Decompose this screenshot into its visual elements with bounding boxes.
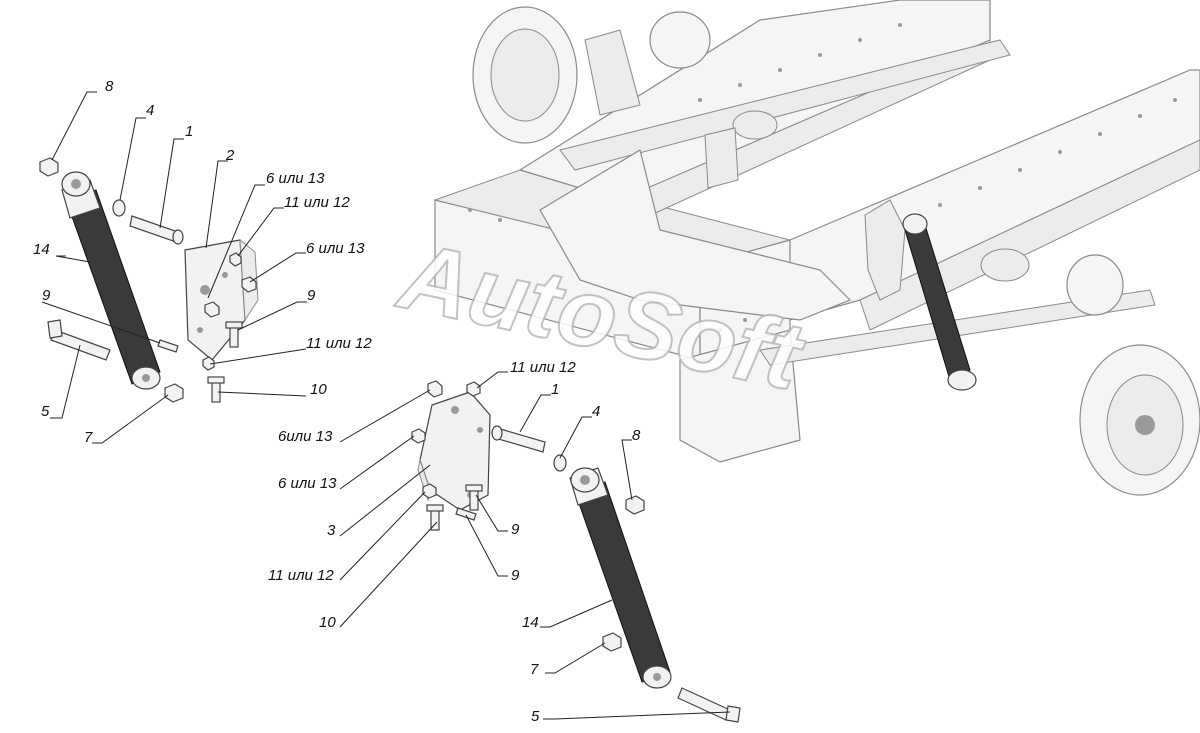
bolt-9-left-b bbox=[157, 339, 179, 353]
bolt-10-left bbox=[207, 376, 225, 403]
nut-8-left bbox=[39, 157, 59, 177]
callout-6-13-d: 6 или 13 bbox=[278, 475, 337, 492]
callout-7-left: 7 bbox=[84, 429, 93, 446]
callout-9-a: 9 bbox=[42, 287, 51, 304]
callout-4-center: 4 bbox=[592, 403, 600, 420]
callout-9-c: 9 bbox=[511, 521, 520, 538]
nut-6-center-b bbox=[411, 428, 426, 444]
callout-6-13-c: 6или 13 bbox=[278, 428, 333, 445]
nut-11-left-a bbox=[229, 252, 242, 267]
center-parts-group bbox=[411, 380, 741, 723]
washer-4-center bbox=[553, 454, 567, 472]
callout-5-left: 5 bbox=[41, 403, 50, 420]
pin-1-left bbox=[129, 215, 184, 245]
shock-absorber-center bbox=[569, 467, 672, 689]
callout-1-left: 1 bbox=[185, 123, 193, 140]
nut-7-left bbox=[164, 383, 184, 403]
bolt-5-center bbox=[677, 687, 741, 723]
callout-9-d: 9 bbox=[511, 567, 520, 584]
bolt-9-left-a bbox=[225, 321, 243, 348]
callout-11-12-d: 11 или 12 bbox=[268, 567, 334, 584]
callout-11-12-b: 11 или 12 bbox=[306, 335, 372, 352]
callout-7-center: 7 bbox=[530, 661, 539, 678]
callout-1-center: 1 bbox=[551, 381, 559, 398]
callout-14-left: 14 bbox=[33, 241, 50, 258]
shock-absorber-left bbox=[61, 171, 161, 390]
callout-8-center: 8 bbox=[632, 427, 641, 444]
callout-11-12-a: 11 или 12 bbox=[284, 194, 350, 211]
pin-1-center bbox=[491, 425, 546, 453]
nut-7-center bbox=[602, 632, 622, 652]
callout-10-left: 10 bbox=[310, 381, 327, 398]
callout-8-left: 8 bbox=[105, 78, 114, 95]
callout-6-13-a: 6 или 13 bbox=[266, 170, 325, 187]
bolt-9-center-b bbox=[455, 507, 477, 521]
nut-6-left-a bbox=[204, 301, 220, 318]
left-parts-group bbox=[39, 157, 259, 403]
bracket-2 bbox=[184, 238, 259, 361]
nut-11-left-b bbox=[202, 356, 215, 371]
washer-4-left bbox=[112, 199, 126, 217]
nut-6-center-a bbox=[427, 380, 443, 398]
nut-11-center-b bbox=[422, 483, 437, 499]
leader-lines bbox=[41, 91, 731, 720]
callout-4-left: 4 bbox=[146, 102, 154, 119]
callout-5-center: 5 bbox=[531, 708, 540, 725]
callout-11-12-c: 11 или 12 bbox=[510, 359, 576, 376]
callout-6-13-b: 6 или 13 bbox=[306, 240, 365, 257]
callout-9-b: 9 bbox=[307, 287, 316, 304]
frame-holes bbox=[468, 23, 1177, 332]
callout-14-center: 14 bbox=[522, 614, 539, 631]
bolt-5-left bbox=[47, 319, 111, 361]
nut-11-center-a bbox=[466, 381, 481, 397]
bolt-10-center bbox=[426, 504, 444, 531]
callout-labels: 8 4 1 2 6 или 13 11 или 12 6 или 13 14 9… bbox=[33, 78, 641, 725]
callout-10-center: 10 bbox=[319, 614, 336, 631]
callout-2: 2 bbox=[225, 147, 235, 164]
callout-3: 3 bbox=[327, 522, 336, 539]
nut-8-center bbox=[625, 495, 645, 515]
chassis-frame bbox=[433, 0, 1200, 496]
